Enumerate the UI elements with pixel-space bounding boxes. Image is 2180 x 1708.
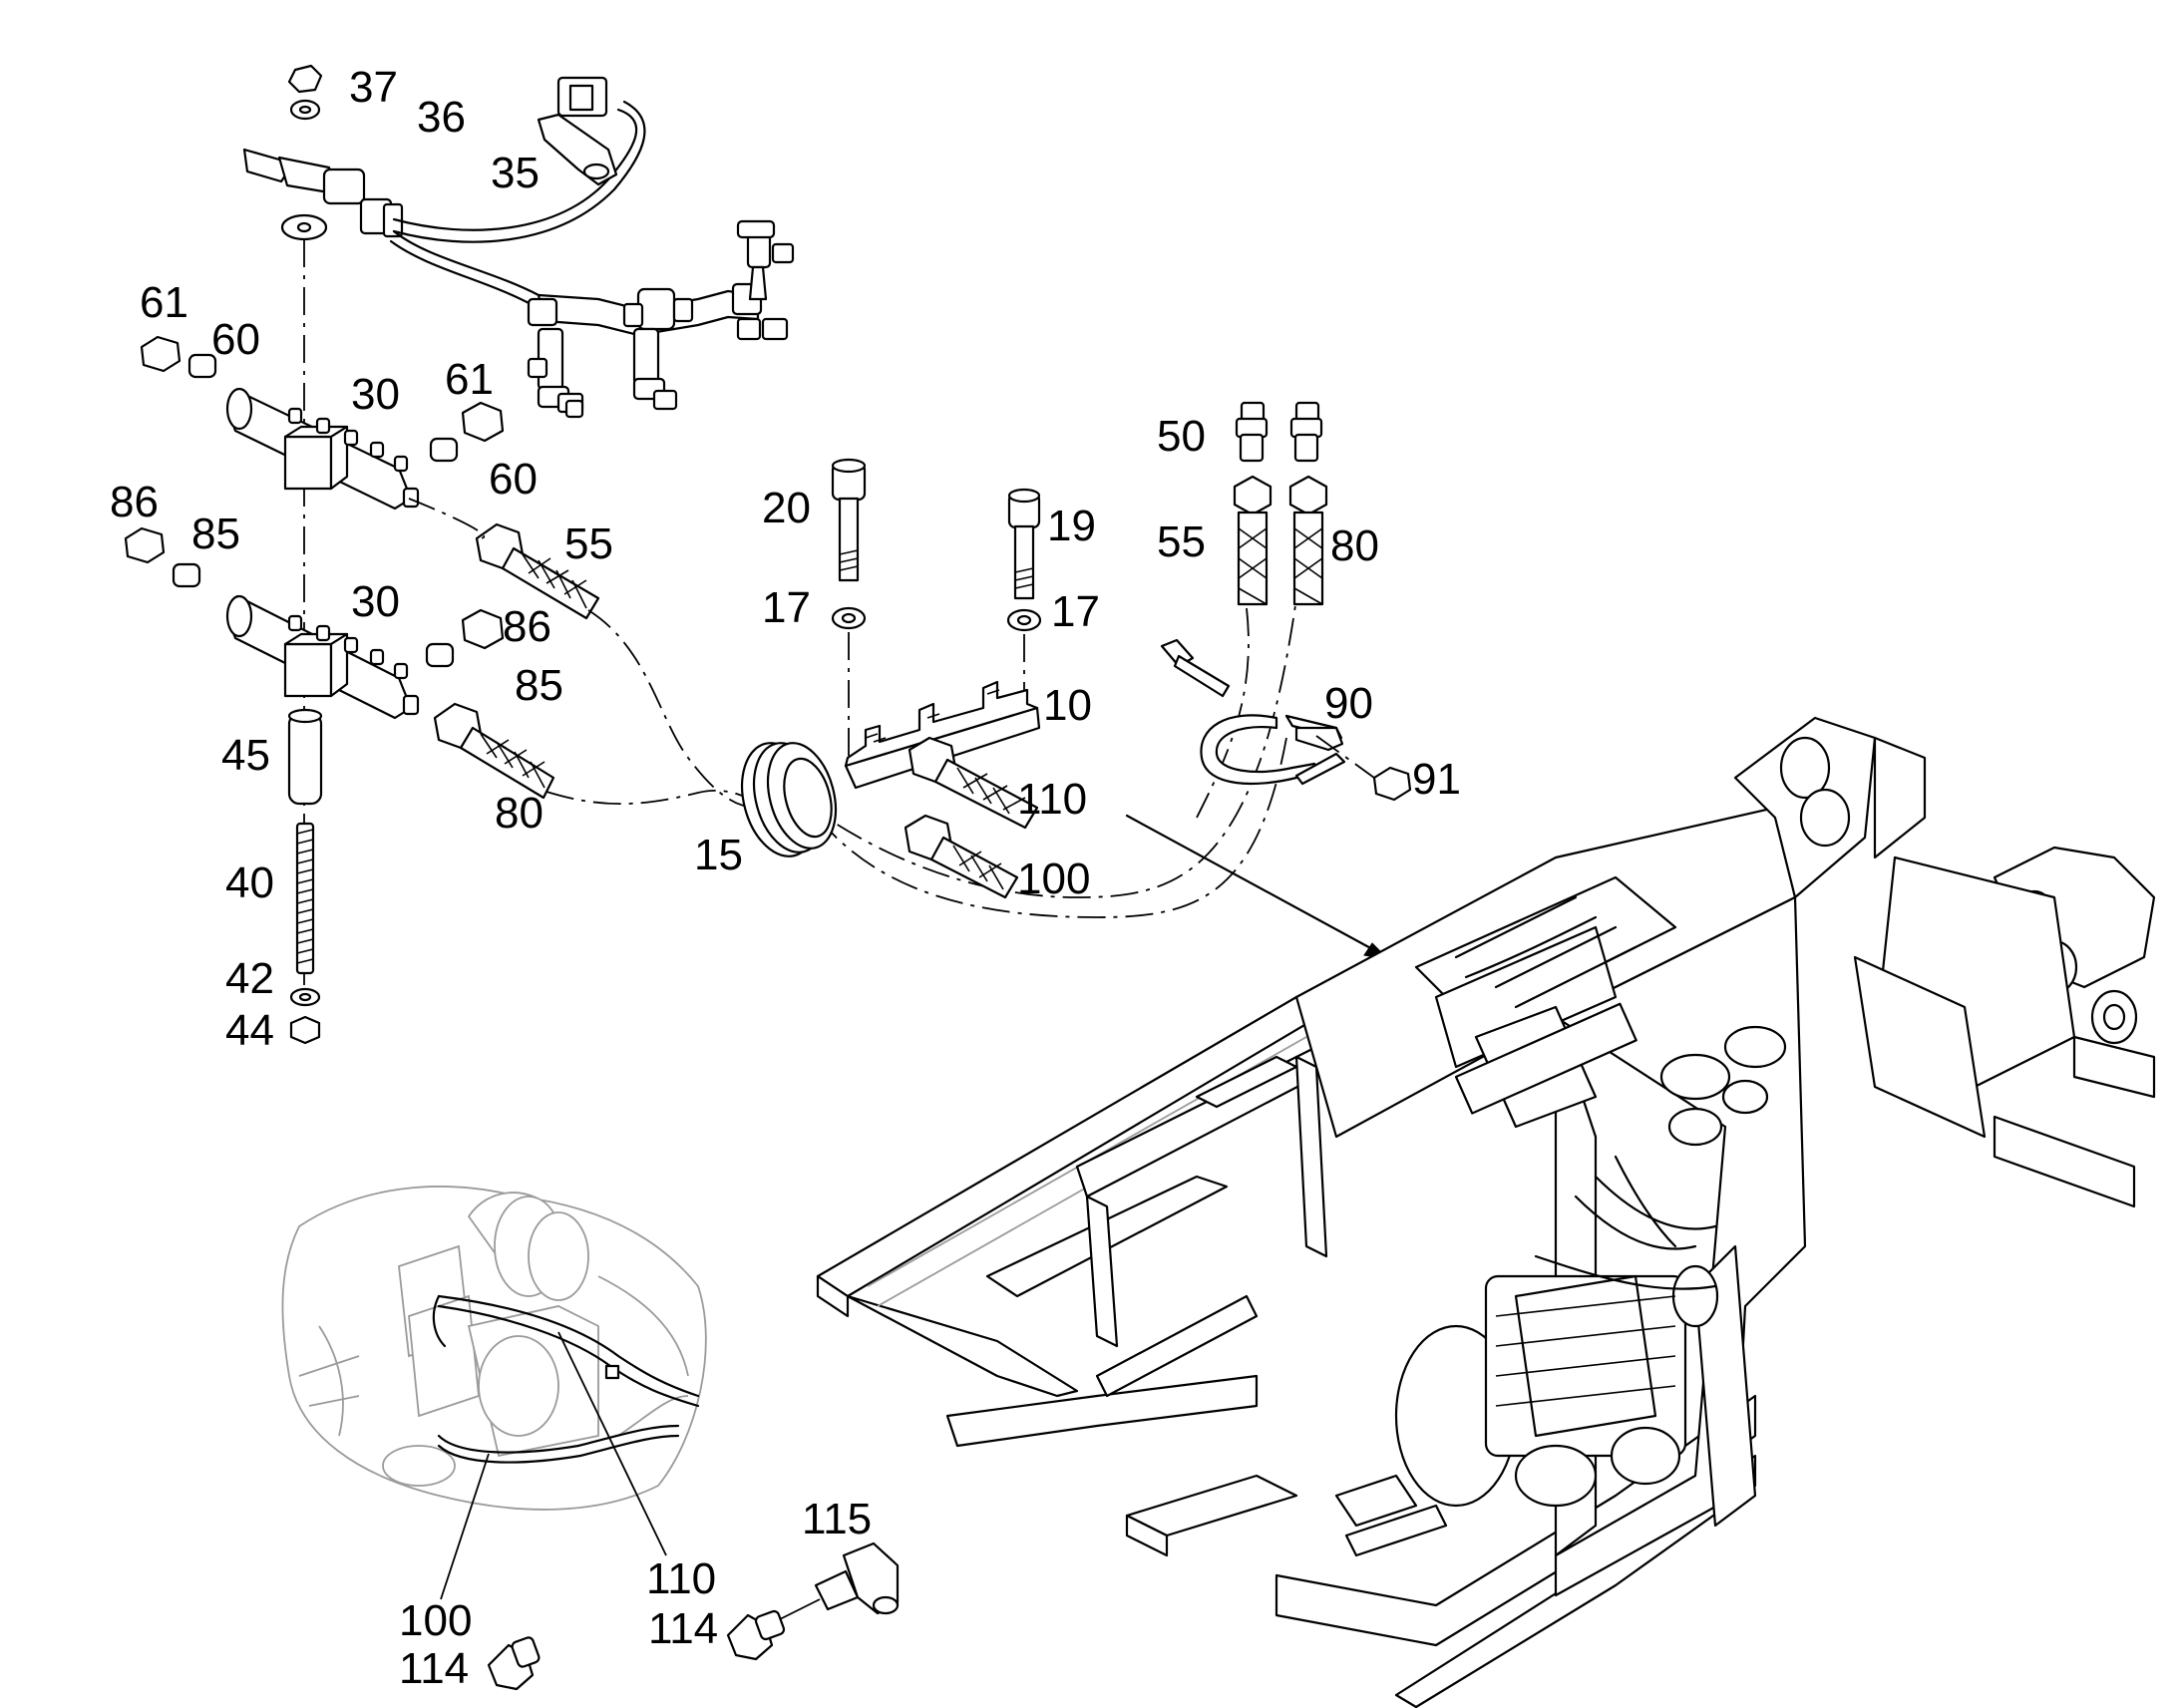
bracket-assembly: [741, 458, 1042, 899]
callout-86-left: 86: [110, 478, 159, 526]
routing-line-100: [817, 737, 1287, 918]
callout-100-bottom: 100: [399, 1596, 472, 1645]
callout-61-right: 61: [445, 355, 494, 404]
callout-91: 91: [1412, 755, 1461, 804]
callout-55-left: 55: [564, 519, 613, 568]
callout-17-right: 17: [1051, 587, 1100, 636]
callout-19: 19: [1047, 502, 1096, 550]
machine-frame: [816, 716, 2156, 1708]
callout-17-left: 17: [762, 583, 811, 632]
engine-detail-view: [281, 1186, 707, 1511]
callout-85-left: 85: [191, 510, 240, 558]
assembly-arrow: [1125, 814, 1378, 953]
callout-85-right: 85: [515, 661, 563, 710]
callout-10: 10: [1043, 681, 1092, 730]
callout-30-upper: 30: [351, 370, 400, 419]
sensor-assembly: [242, 64, 795, 419]
distribution-block-upper: [140, 335, 505, 511]
callout-42: 42: [225, 954, 274, 1003]
mounting-hardware: [287, 708, 323, 1045]
routing-line-upper: [408, 498, 486, 539]
clamp-assembly: [1160, 401, 1412, 802]
callout-61-upper: 61: [140, 278, 188, 327]
callout-100-center: 100: [1017, 854, 1090, 903]
callout-50: 50: [1157, 412, 1206, 461]
callout-110-center: 110: [1017, 775, 1087, 824]
callout-44: 44: [225, 1006, 274, 1055]
leader-110: [557, 1331, 667, 1556]
callout-40: 40: [225, 858, 274, 907]
routing-line-clamp: [1196, 607, 1250, 819]
callout-90: 90: [1324, 679, 1373, 728]
leader-100: [440, 1453, 490, 1600]
callout-80-left: 80: [495, 789, 544, 838]
routing-line-80: [545, 790, 769, 809]
callout-114-bottom-right: 114: [648, 1604, 718, 1653]
callout-115: 115: [802, 1495, 872, 1543]
callout-45: 45: [221, 731, 270, 780]
routing-line-55: [587, 609, 759, 809]
callout-35: 35: [491, 149, 540, 197]
callout-37: 37: [349, 63, 398, 112]
callout-36: 36: [417, 93, 466, 142]
callout-110-bottom: 110: [646, 1554, 716, 1603]
callout-20: 20: [762, 484, 811, 532]
callout-labels: 37 36 35 61 60 30 61 60 86 85 55 30 86 8…: [110, 63, 1461, 1693]
callout-114-bottom-left: 114: [399, 1644, 469, 1693]
callout-60-upper: 60: [211, 315, 260, 364]
callout-55-right: 55: [1157, 517, 1206, 566]
callout-15: 15: [694, 831, 743, 879]
callout-30-lower: 30: [351, 577, 400, 626]
fittings-bottom: [487, 1541, 900, 1691]
callout-80-right: 80: [1330, 521, 1379, 570]
distribution-block-lower: [124, 526, 505, 720]
hose-fittings-left: [433, 522, 600, 800]
callout-86-right: 86: [503, 602, 551, 651]
callout-60-right: 60: [489, 455, 538, 504]
